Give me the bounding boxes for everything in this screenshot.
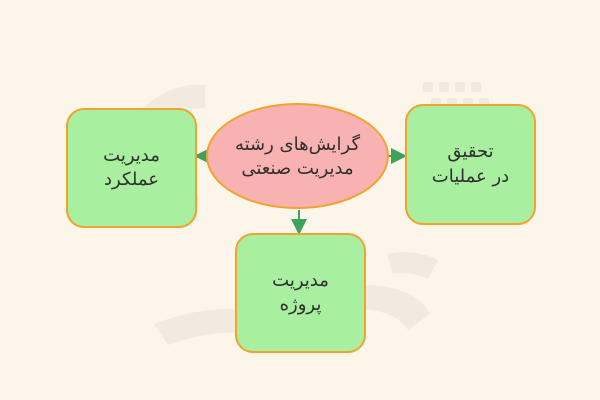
project-management-label: مدیریت پروژه bbox=[272, 269, 329, 315]
operations-research-label: تحقیق در عملیات bbox=[431, 141, 510, 187]
operations-research-node: تحقیق در عملیات bbox=[405, 104, 536, 225]
performance-management-label: مدیریت عملکرد bbox=[103, 144, 160, 190]
industrial-management-specializations-label: گرایش‌های رشته مدیریت صنعتی bbox=[234, 133, 361, 179]
industrial-management-specializations-node: گرایش‌های رشته مدیریت صنعتی bbox=[206, 103, 389, 209]
project-management-node: مدیریت پروژه bbox=[235, 233, 366, 353]
performance-management-node: مدیریت عملکرد bbox=[66, 108, 197, 228]
